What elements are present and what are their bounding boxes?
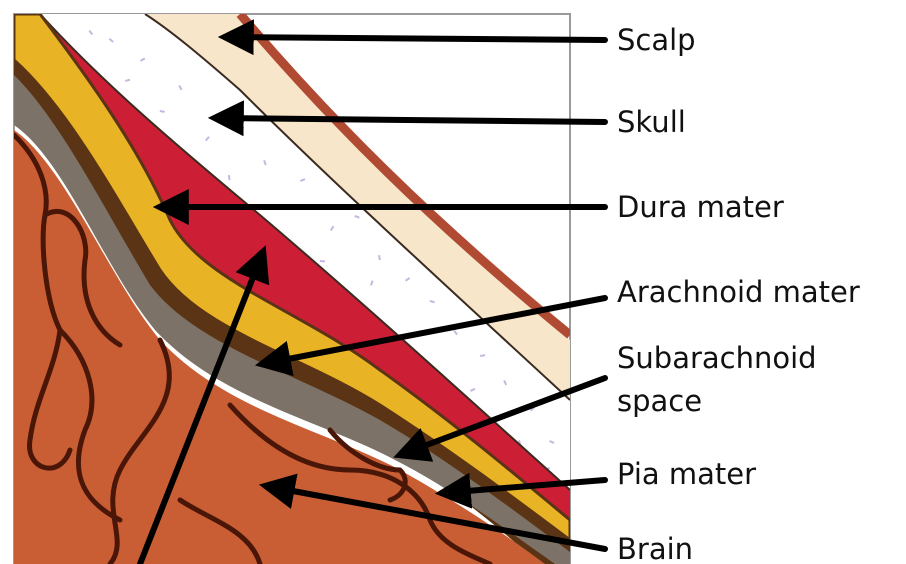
label-skull: Skull	[617, 105, 686, 139]
label-pia-mater: Pia mater	[617, 457, 756, 491]
label-scalp: Scalp	[617, 23, 696, 57]
label-subarachnoid-line2: space	[617, 384, 702, 418]
label-subarachnoid-line1: Subarachnoid	[617, 341, 817, 375]
label-dura-mater: Dura mater	[617, 190, 784, 224]
arrow-skull	[215, 118, 605, 122]
label-arachnoid-mater: Arachnoid mater	[617, 275, 860, 309]
label-brain: Brain	[617, 532, 693, 564]
arrow-scalp	[225, 37, 605, 40]
